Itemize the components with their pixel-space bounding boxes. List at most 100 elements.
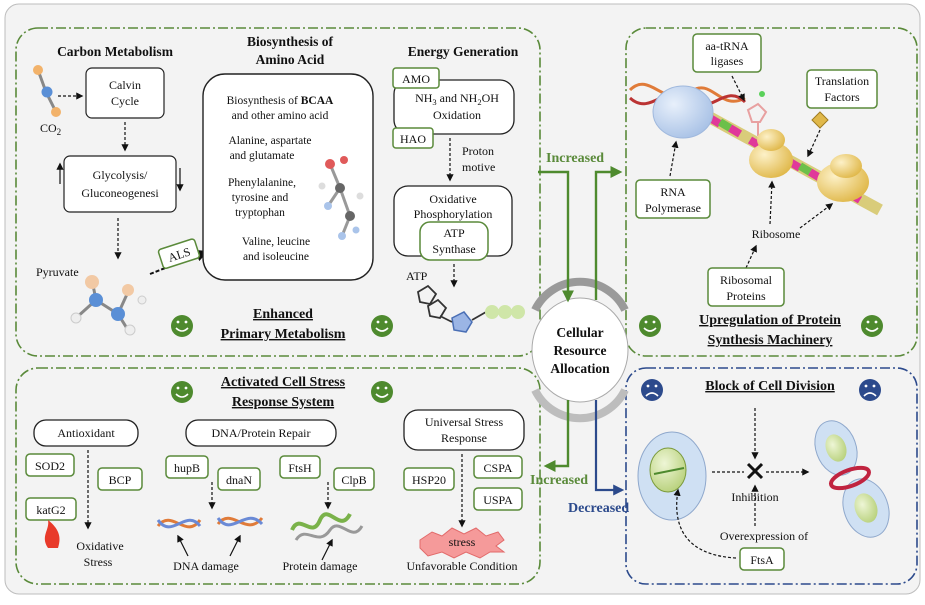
phenylalanine-line-1: Phenylalanine,	[228, 177, 296, 189]
rna-polymerase-icon	[652, 85, 714, 139]
ftsh-box	[279, 455, 321, 479]
smiley-icon	[639, 315, 661, 337]
proton-label-2: motive	[462, 160, 495, 174]
protein-synthesis-title-1: Upregulation of Protein	[699, 313, 841, 328]
carbon-metabolism-title: Carbon Metabolism	[57, 44, 174, 59]
translation-factors-box	[806, 69, 878, 109]
separated-cells-icon	[814, 420, 890, 538]
amino-acid-box	[202, 73, 374, 281]
phenylalanine-line-3: tryptophan	[235, 207, 285, 219]
dna-damage-label: DNA damage	[173, 559, 239, 573]
ribosome-small-subunit-icon	[757, 129, 785, 151]
hao-box	[392, 127, 434, 149]
glycolysis-box	[63, 155, 177, 213]
smiley-icon	[371, 315, 393, 337]
clpb-box	[333, 467, 375, 491]
increased-label-top: Increased	[546, 151, 604, 166]
primary-metabolism-title-1: Enhanced	[253, 307, 313, 322]
alanine-line-1: Alanine, aspartate	[228, 135, 311, 147]
cell-division-title: Block of Cell Division	[705, 379, 835, 394]
smiley-icon	[171, 381, 193, 403]
oxphos-label-2: Phosphorylation	[414, 207, 493, 221]
ribosomal-proteins-label-1: Ribosomal	[720, 273, 773, 287]
clpb-label: ClpB	[341, 473, 366, 487]
allocation-label-1: Cellular	[556, 325, 603, 340]
panel-cell-division	[625, 367, 918, 585]
co2-label: CO2	[40, 121, 61, 137]
valine-line-2: and isoleucine	[243, 251, 309, 263]
atp-label: ATP	[406, 269, 428, 283]
phenylalanine-line-2: tyrosine and	[232, 192, 289, 204]
calvin-cycle-box	[85, 67, 165, 119]
hsp20-label: HSP20	[412, 473, 446, 487]
sad-face-icon	[641, 379, 663, 401]
oxidation-box	[393, 79, 515, 135]
increase-arrows	[538, 166, 623, 472]
bcp-box	[97, 467, 143, 491]
alanine-line-2: and glutamate	[230, 150, 295, 162]
amino-acid-molecule-icon	[318, 156, 364, 240]
allocation-label-3: Allocation	[550, 361, 610, 376]
antioxidant-box	[33, 419, 139, 447]
bcp-label: BCP	[109, 473, 132, 487]
atp-synthase-label-2: Synthase	[432, 242, 475, 256]
stress-response-title-2: Response System	[232, 395, 335, 410]
cspa-box	[473, 455, 523, 479]
aa-trna-ligases-label-1: aa-tRNA	[705, 39, 749, 53]
glycolysis-label-2: Gluconeogenesi	[81, 186, 159, 200]
hupb-label: hupB	[174, 461, 200, 475]
hupb-box	[165, 455, 209, 479]
universal-stress-box	[403, 409, 525, 451]
pyruvate-molecule-icon	[70, 275, 147, 336]
uspa-box	[473, 487, 523, 511]
stress-response-title-1: Activated Cell Stress	[221, 375, 346, 390]
dnan-label: dnaN	[226, 473, 252, 487]
sod2-label: SOD2	[35, 459, 65, 473]
amino-acid-title-2: Amino Acid	[256, 52, 325, 67]
amino-acid-title-1: Biosynthesis of	[247, 34, 333, 49]
proton-label-1: Proton	[462, 144, 494, 158]
protein-synthesis-title-2: Synthesis Machinery	[708, 333, 833, 348]
ftsa-box	[739, 547, 785, 571]
inhibition-x-icon	[746, 462, 764, 480]
nh3-line: NH3 and NH2OH	[415, 91, 499, 107]
rna-polymerase-label-1: RNA	[660, 185, 686, 199]
oxidative-stress-label-2: Stress	[84, 555, 113, 569]
stress-burst-icon	[419, 527, 506, 559]
primary-metabolism-title-2: Primary Metabolism	[221, 327, 346, 342]
stress-burst-label: stress	[449, 535, 476, 549]
smiley-icon	[171, 315, 193, 337]
dividing-cell-icon	[637, 431, 707, 521]
oxphos-label-1: Oxidative	[429, 192, 476, 206]
ribosome-label: Ribosome	[752, 227, 801, 241]
als-label: ALS	[166, 244, 192, 264]
hsp20-box	[403, 467, 455, 491]
translation-factors-label-1: Translation	[815, 74, 869, 88]
sad-face-icon	[859, 379, 881, 401]
smiley-icon	[371, 381, 393, 403]
co2-molecule-icon	[33, 65, 61, 117]
bcaa-line: Biosynthesis of BCAA	[227, 95, 334, 107]
hao-label: HAO	[400, 132, 426, 146]
fire-icon	[44, 520, 60, 548]
energy-generation-title: Energy Generation	[408, 44, 519, 59]
universal-stress-label-1: Universal Stress	[425, 415, 504, 429]
protein-structure-icon	[290, 512, 364, 541]
ribosomal-proteins-label-2: Proteins	[726, 289, 766, 303]
aa-trna-ligases-label-2: ligases	[711, 54, 744, 68]
amo-label: AMO	[402, 72, 430, 86]
atp-synthase-box	[419, 221, 489, 261]
pyruvate-label: Pyruvate	[36, 265, 79, 279]
resource-allocation-hub	[531, 277, 629, 423]
ribosomal-proteins-box	[707, 267, 785, 307]
overexpression-label: Overexpression of	[720, 529, 808, 543]
valine-line-1: Valine, leucine	[242, 236, 310, 248]
rna-polymerase-box	[635, 179, 711, 219]
katg2-label: katG2	[36, 503, 65, 517]
repair-box	[185, 419, 337, 447]
als-box	[157, 238, 201, 270]
increased-label-bottom: Increased	[530, 473, 588, 488]
dna-damage-icon	[156, 516, 264, 529]
